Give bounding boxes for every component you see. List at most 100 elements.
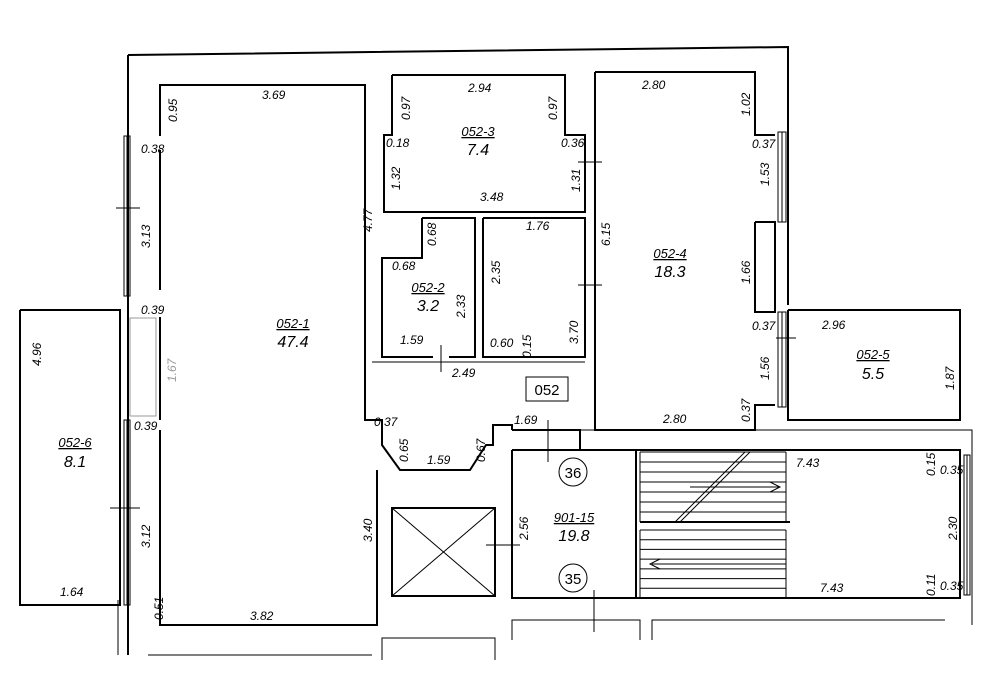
dim: 4.77: [361, 207, 375, 232]
dim: 0.95: [166, 98, 180, 122]
stair-marker-35-circle: [558, 563, 588, 593]
room-labels: 052-1 47.4 052-2 3.2 052-3 7.4 052-4 18.…: [58, 124, 890, 545]
room-5-wall: [787, 309, 961, 421]
dim: 4.96: [30, 342, 44, 366]
dimension-labels: 3.69 0.95 0.38 3.13 0.39 1.67 0.39 3.12 …: [30, 78, 964, 623]
dim: 2.33: [454, 294, 468, 319]
dim: 0.67: [474, 437, 488, 462]
dim: 2.49: [451, 366, 476, 380]
stair-arrow-down: [648, 558, 661, 570]
dim: 0.39: [141, 303, 165, 317]
door-markers: [110, 161, 796, 632]
dim: 1.76: [526, 219, 550, 233]
dim: 0.11: [924, 574, 938, 596]
stair-marker-36: 36: [565, 465, 582, 482]
dim: 0.15: [520, 334, 534, 358]
walls: [19, 45, 973, 660]
dim: 0.38: [141, 142, 165, 156]
dim: 0.35: [940, 463, 964, 477]
room-6-wall: [19, 309, 121, 606]
room-1-wall-d: [159, 430, 378, 626]
dim: 1.56: [758, 356, 772, 380]
dim: 1.59: [427, 453, 451, 467]
room-1-area: 47.4: [277, 334, 308, 351]
dim: 0.37: [752, 137, 777, 151]
room-3-id: 052-3: [461, 124, 495, 139]
dim: 3.40: [361, 518, 375, 542]
dim: 2.30: [946, 516, 960, 541]
dim: 2.94: [467, 81, 492, 95]
dim: 6.15: [599, 222, 613, 246]
dim: 0.37: [739, 397, 753, 422]
corridor-wall: [482, 217, 586, 358]
stair-steps-lower: [639, 529, 787, 599]
dim: 0.60: [490, 336, 514, 350]
room-4-area: 18.3: [654, 264, 685, 281]
dim: 0.37: [752, 319, 777, 333]
room-6-area: 8.1: [64, 454, 86, 471]
dim: 1.66: [739, 260, 753, 284]
stair-hall-right: [636, 449, 961, 599]
room-3-wall: [383, 74, 586, 213]
room-4-id: 052-4: [653, 246, 686, 261]
dim: 1.69: [514, 413, 538, 427]
dim: 0.18: [386, 136, 410, 150]
stair-marker-36-circle: [558, 457, 588, 487]
room-2-area: 3.2: [417, 298, 439, 315]
dim: 1.67: [165, 357, 179, 382]
room-1-wall-a: [159, 84, 513, 471]
room-6-id: 052-6: [58, 435, 92, 450]
dim: 1.87: [943, 365, 957, 390]
dim: 0.97: [546, 95, 560, 120]
dim: 1.59: [400, 333, 424, 347]
dim: 7.43: [820, 581, 844, 595]
room-2-wall-a: [422, 217, 476, 358]
dim: 1.31: [569, 169, 583, 192]
room-5-id: 052-5: [856, 347, 890, 362]
dim: 0.97: [399, 95, 413, 120]
dim: 3.13: [139, 224, 153, 248]
dim: 2.96: [821, 318, 846, 332]
dim: 3.70: [567, 320, 581, 344]
dim: 2.56: [517, 516, 531, 541]
apartment-label-box: [525, 376, 569, 402]
dim: 3.69: [262, 88, 286, 102]
dim: 0.68: [392, 259, 416, 273]
apartment-label: 052: [534, 382, 559, 399]
dim: 0.65: [397, 438, 411, 462]
dim: 3.48: [480, 190, 504, 204]
room-5-area: 5.5: [862, 366, 884, 383]
dim: 0.36: [561, 136, 585, 150]
dim: 1.53: [758, 162, 772, 186]
dim: 2.35: [489, 260, 503, 285]
staircase: [639, 451, 790, 599]
dim: 0.15: [924, 452, 938, 476]
dim: 1.64: [60, 585, 84, 599]
dim: 0.35: [940, 579, 964, 593]
dim: 7.43: [796, 456, 820, 470]
room-1-id: 052-1: [276, 316, 309, 331]
elevator-shaft: [391, 507, 496, 597]
dim: 1.02: [739, 92, 753, 116]
windows: [123, 131, 971, 606]
stair-arrow-up: [769, 481, 782, 493]
room-4-wall-a: [595, 71, 775, 136]
dim: 2.80: [641, 78, 666, 92]
dim: 3.12: [139, 524, 153, 548]
stair-entry: [512, 429, 581, 450]
dim: 2.80: [662, 412, 687, 426]
room-stair-area: 19.8: [558, 528, 589, 545]
room-2-id: 052-2: [411, 280, 445, 295]
room-2-wall-b: [381, 218, 433, 358]
dim: 0.39: [134, 419, 158, 433]
dim: 0.68: [425, 222, 439, 246]
dim: 0.51: [152, 597, 166, 620]
room-3-area: 7.4: [467, 142, 489, 159]
room-stair-id: 901-15: [554, 510, 595, 525]
outer-wall-top: [127, 45, 789, 305]
dim: 3.82: [250, 609, 274, 623]
stair-marker-35: 35: [565, 571, 582, 588]
dim: 0.37: [374, 415, 399, 429]
room-4-wall-c: [754, 221, 776, 313]
